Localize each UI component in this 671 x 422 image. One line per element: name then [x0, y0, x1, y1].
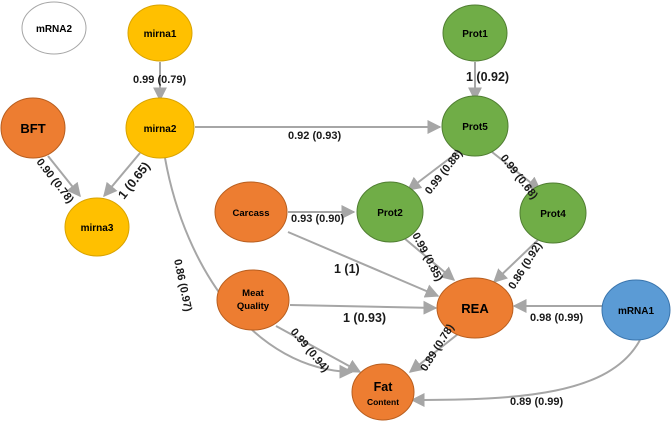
edge-label-meat-rea: 1 (0.93) [343, 311, 386, 325]
node-mirna2: mirna2 [125, 97, 195, 159]
node-label-mirna2: mirna2 [144, 124, 177, 135]
node-label-prot4: Prot4 [540, 209, 566, 220]
edge-meat-rea [289, 300, 438, 315]
node-prot5: Prot5 [441, 95, 509, 157]
node-prot2: Prot2 [356, 181, 424, 243]
edge-label-mirna2-mirna3: 1 (0.65) [115, 159, 153, 202]
edge-label-mrna1-fat: 0.89 (0.99) [510, 396, 564, 408]
edge-mirna2-mirna3 [103, 152, 141, 198]
edge-prot2-rea [403, 237, 456, 281]
edge-label-carcass-prot2: 0.93 (0.90) [291, 213, 345, 225]
node-label-mirna1: mirna1 [144, 29, 177, 40]
edge-prot4-rea [492, 237, 541, 283]
node-label-prot2: Prot2 [377, 208, 403, 219]
node-label-mrna1: mRNA1 [618, 306, 655, 317]
node-label-rea: REA [461, 301, 489, 316]
edge-label-mirna2-prot5: 0.92 (0.93) [288, 130, 342, 142]
edge-meat-fat [275, 325, 362, 373]
node-label-bft: BFT [20, 121, 45, 136]
edge-label-prot5-prot2: 0.99 (0.88) [423, 147, 465, 197]
node-rea: REA [436, 277, 514, 339]
edge-bft-mirna3 [47, 155, 81, 198]
node-carcass: Carcass [214, 181, 288, 243]
node-label-mirna3: mirna3 [81, 223, 114, 234]
edge-label-prot1-prot5: 1 (0.92) [466, 70, 509, 84]
node-mirna3: mirna3 [64, 197, 130, 257]
node-label-prot1: Prot1 [462, 29, 488, 40]
node-fat-content: Fat Content [351, 363, 415, 421]
edge-label-prot5-prot4: 0.99 (0.68) [498, 152, 540, 202]
edge-label-mirna1-mirna2: 0.99 (0.79) [133, 74, 187, 86]
node-bft: BFT [0, 97, 66, 159]
node-meat-quality: Meat Quality [216, 269, 290, 331]
node-prot4: Prot4 [519, 182, 587, 244]
edge-label-carcass-rea: 1 (1) [334, 262, 360, 276]
edge-label-rea-fat: 0.89 (0.78) [418, 322, 457, 374]
edge-prot5-prot2 [406, 151, 459, 191]
node-label-carcass: Carcass [233, 208, 270, 219]
node-label-mrna2: mRNA2 [36, 24, 73, 35]
node-label-meat: Meat [242, 288, 264, 299]
edge-label-mrna1-rea: 0.98 (0.99) [530, 312, 584, 324]
node-label-prot5: Prot5 [462, 122, 488, 133]
edge-mrna1-fat [410, 339, 641, 407]
node-mrna1: mRNA1 [601, 279, 671, 341]
edge-label-mirna2-fat: 0.86 (0.97) [171, 258, 194, 313]
node-mrna2: mRNA2 [21, 1, 87, 55]
edge-rea-fat [408, 333, 459, 373]
node-prot1: Prot1 [442, 4, 508, 62]
node-label-quality: Quality [237, 301, 270, 312]
node-label-fat: Fat [374, 380, 394, 394]
node-label-content: Content [367, 397, 399, 407]
edge-prot5-prot4 [491, 151, 542, 191]
node-mirna1: mirna1 [127, 4, 193, 62]
edge-label-prot2-rea: 0.99 (0.85) [409, 231, 445, 284]
edge-carcass-rea [287, 231, 440, 298]
edge-label-meat-fat: 0.99 (0.94) [288, 326, 332, 375]
